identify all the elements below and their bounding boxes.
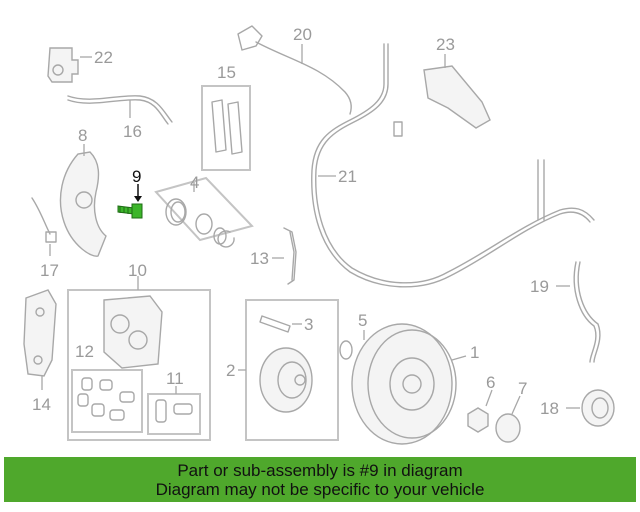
part-18-bearing[interactable] bbox=[566, 389, 615, 427]
info-banner: Part or sub-assembly is #9 in diagram Di… bbox=[4, 457, 636, 502]
part-15-brake-pads[interactable] bbox=[201, 85, 251, 171]
callout-9[interactable]: 9 bbox=[132, 167, 141, 186]
callout-20[interactable]: 20 bbox=[293, 25, 312, 44]
part-1-rotor[interactable] bbox=[351, 323, 467, 445]
part-11-pin-kit[interactable] bbox=[147, 386, 201, 435]
callout-5[interactable]: 5 bbox=[358, 311, 367, 330]
callout-21[interactable]: 21 bbox=[338, 167, 357, 186]
callout-3[interactable]: 3 bbox=[304, 315, 313, 334]
part-12-guide-pin-kit[interactable] bbox=[71, 369, 143, 433]
banner-line-1: Part or sub-assembly is #9 in diagram bbox=[177, 461, 463, 480]
part-20-harness[interactable] bbox=[237, 25, 352, 115]
part-21-brake-line[interactable] bbox=[311, 43, 595, 288]
callout-8[interactable]: 8 bbox=[78, 126, 87, 145]
callout-18[interactable]: 18 bbox=[540, 399, 559, 418]
callout-11[interactable]: 11 bbox=[166, 369, 184, 388]
part-2-hub-assembly[interactable] bbox=[238, 299, 339, 441]
callout-17[interactable]: 17 bbox=[40, 261, 59, 280]
part-3-bolt[interactable] bbox=[259, 315, 302, 333]
callout-16[interactable]: 16 bbox=[123, 122, 142, 141]
part-22-sensor[interactable] bbox=[47, 47, 92, 83]
callout-22[interactable]: 22 bbox=[94, 48, 113, 67]
part-23-bracket[interactable] bbox=[423, 54, 491, 129]
part-7-cap[interactable] bbox=[495, 395, 521, 443]
callout-12[interactable]: 12 bbox=[75, 342, 94, 361]
callout-14[interactable]: 14 bbox=[32, 395, 51, 414]
part-5-seal[interactable] bbox=[339, 330, 365, 360]
part-19-hose[interactable] bbox=[556, 261, 601, 363]
callout-23[interactable]: 23 bbox=[436, 35, 455, 54]
part-10-caliper-assembly[interactable] bbox=[67, 276, 211, 441]
callout-10[interactable]: 10 bbox=[128, 261, 147, 280]
callout-7[interactable]: 7 bbox=[518, 379, 527, 398]
part-8-dust-shield[interactable] bbox=[59, 144, 107, 257]
part-4-piston-kit[interactable] bbox=[154, 176, 254, 248]
part-9-bolt[interactable] bbox=[117, 184, 143, 219]
part-16-hose[interactable] bbox=[67, 95, 173, 125]
callout-15[interactable]: 15 bbox=[217, 63, 236, 82]
part-6-nut[interactable] bbox=[467, 389, 493, 433]
callout-13[interactable]: 13 bbox=[250, 249, 269, 268]
part-14-caliper-bracket[interactable] bbox=[23, 289, 57, 390]
callout-19[interactable]: 19 bbox=[530, 277, 549, 296]
banner-line-2: Diagram may not be specific to your vehi… bbox=[155, 480, 485, 499]
callout-1[interactable]: 1 bbox=[470, 343, 479, 362]
part-13-clip[interactable] bbox=[272, 227, 297, 285]
callout-4[interactable]: 4 bbox=[190, 173, 199, 192]
callout-2[interactable]: 2 bbox=[226, 361, 235, 380]
part-17-wire[interactable] bbox=[31, 197, 57, 256]
callout-6[interactable]: 6 bbox=[486, 373, 495, 392]
